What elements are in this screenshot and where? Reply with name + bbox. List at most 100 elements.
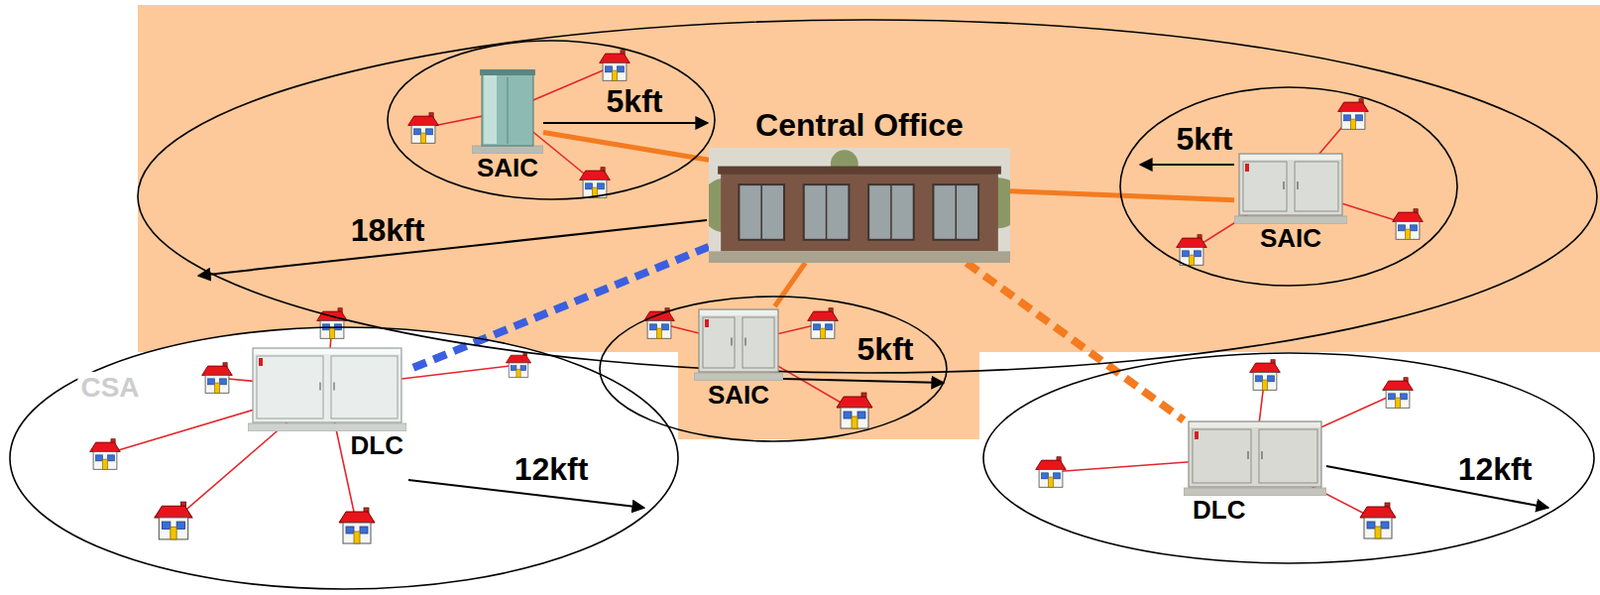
cabinet-handle: [1296, 181, 1299, 190]
house-icon: [202, 362, 233, 394]
house-icon: [505, 351, 531, 377]
cabinet-body: [1239, 153, 1343, 216]
cabinet-body: [1188, 421, 1322, 487]
cabinet-highlight: [699, 310, 778, 316]
cabinet-logo: [704, 319, 709, 328]
central-office: Central Office: [708, 107, 1011, 263]
area-outline: [385, 38, 717, 202]
cabinet-label: DLC: [1189, 495, 1249, 526]
cabinet-handle: [1247, 451, 1250, 459]
dlc-area: CSA12kftDLC: [7, 325, 681, 591]
building-window: [803, 184, 850, 240]
cabinet-cap: [479, 69, 536, 76]
area-ellipse: [599, 296, 947, 442]
cabinet-highlight: [1240, 154, 1342, 160]
cabinet-handle: [744, 338, 747, 346]
cabinet-highlight: [253, 348, 401, 354]
radius-label: 5kft: [1173, 120, 1237, 158]
houses: [90, 50, 1424, 544]
feeder-link: [406, 246, 709, 371]
cabinet-pad: [247, 423, 407, 432]
house-icon: [807, 308, 839, 340]
radius-arrow: [543, 121, 708, 124]
office-building-picture: [708, 147, 1011, 263]
window-mullion: [890, 184, 893, 240]
radius-arrow: [1140, 163, 1235, 166]
cabinet-logo: [1194, 431, 1199, 440]
drop-lines: [105, 65, 1408, 526]
cabinet-pad: [1234, 216, 1348, 225]
cabinet-picture: [1183, 418, 1327, 496]
radius-arrow: [198, 220, 707, 276]
house-icon: [408, 113, 440, 144]
area-ellipse: [137, 19, 1598, 373]
radius-label: 12kft: [1455, 451, 1536, 488]
cabinet-label: SAIC: [1257, 224, 1325, 254]
cabinet-handle: [333, 382, 336, 391]
cabinet-highlight: [483, 75, 497, 144]
area-ellipse: [983, 352, 1595, 564]
cabinet-door: [702, 317, 735, 368]
cabinet-pad: [693, 372, 784, 381]
office-label: Central Office: [752, 107, 967, 144]
window-mullion: [825, 184, 828, 240]
dlc-area-ground: [983, 352, 1595, 564]
building-window: [932, 184, 979, 240]
cabinet-pad: [1183, 487, 1327, 496]
area-ellipse: [1120, 87, 1458, 286]
cabinet-door: [742, 317, 775, 368]
cabinet-pad: [471, 145, 544, 154]
radius-label: 12kft: [511, 451, 592, 488]
cabinet-label: DLC: [347, 431, 407, 461]
cabinet-picture: [693, 306, 784, 381]
building-window: [868, 184, 915, 240]
cabinet-door: [1258, 429, 1318, 483]
house-icon: [154, 501, 193, 540]
cabinet-body: [481, 73, 534, 146]
dlc-area: 12kftDLC: [981, 350, 1597, 566]
feeder-link: [775, 262, 806, 307]
radius-label: 18kft: [347, 212, 429, 249]
cabinet-logo: [1245, 163, 1250, 172]
cabinet-door: [1192, 429, 1252, 483]
cabinet-picture: [471, 69, 544, 154]
house-icon: [339, 507, 375, 544]
cabinet-door: [1294, 161, 1339, 212]
building-roof: [717, 166, 1002, 175]
area-ellipse: [9, 327, 679, 589]
cabinet-door: [1243, 161, 1287, 212]
house-icon: [1338, 99, 1370, 130]
building-window: [738, 184, 785, 240]
saic-area: 5kftSAIC: [385, 38, 717, 202]
house-icon: [1250, 359, 1281, 391]
cabinet-door: [256, 355, 324, 419]
cabinet-handle: [319, 382, 322, 391]
house-icon: [1382, 377, 1414, 409]
house-icon: [1360, 502, 1396, 539]
dlc-cabinet: DLC: [1183, 418, 1327, 526]
area-ellipse: [387, 40, 715, 200]
house-icon: [1176, 234, 1208, 266]
cabinet-picture: [247, 344, 407, 432]
radius-label: 5kft: [854, 331, 917, 368]
cabinet-handle: [1260, 451, 1263, 459]
window-mullion: [955, 184, 958, 240]
house-icon: [1392, 209, 1424, 240]
feeder-link: [543, 131, 709, 160]
house-icon: [579, 167, 611, 199]
cabinet-door-line: [507, 77, 509, 144]
saic-cabinet: SAIC: [1234, 150, 1348, 254]
cabinet-picture: [1234, 150, 1348, 225]
house-icon: [90, 439, 121, 470]
feeder-link: [966, 262, 1184, 421]
house-icon: [599, 50, 631, 82]
house-icon: [644, 308, 676, 340]
dlc-area-ground: [9, 327, 679, 589]
cabinet-highlight: [1189, 422, 1321, 428]
cabinet-body: [698, 309, 779, 372]
saic-area: 5kftSAIC: [1118, 85, 1460, 288]
radius-arrow: [783, 378, 944, 383]
saic-area: 5kftSAIC: [597, 294, 949, 444]
house-icon: [836, 392, 873, 429]
